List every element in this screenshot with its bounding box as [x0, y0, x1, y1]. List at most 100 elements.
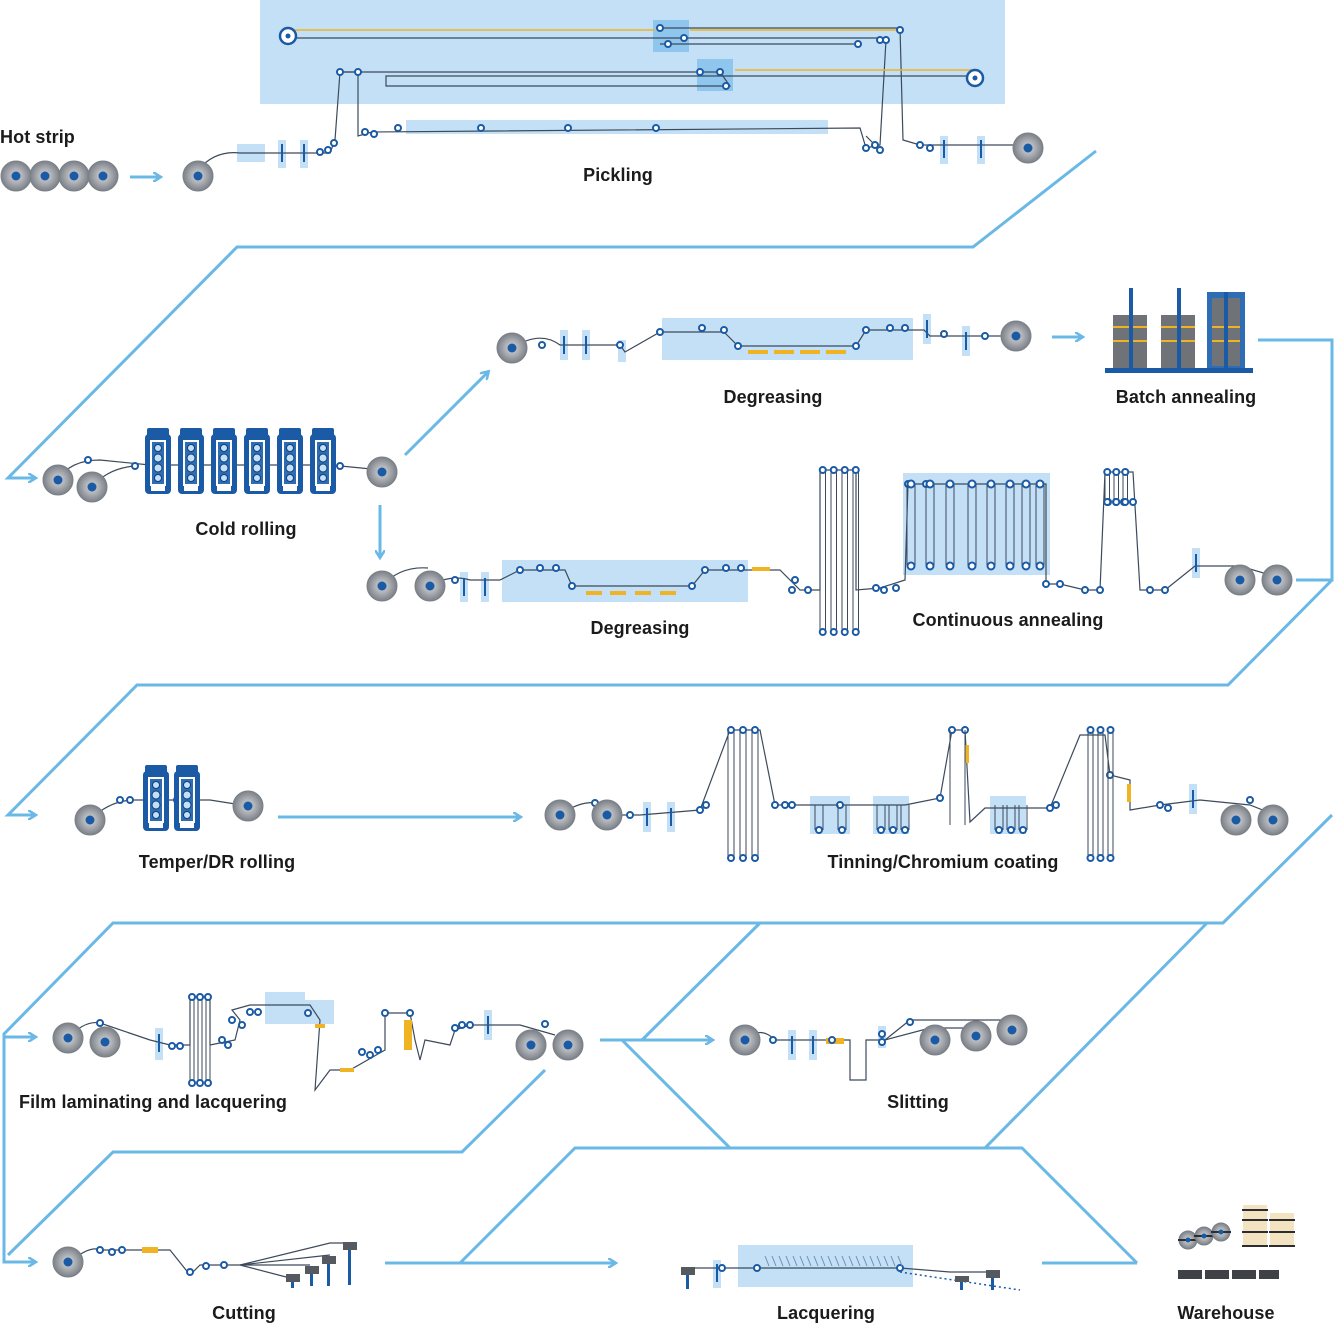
guide-roll	[370, 130, 378, 138]
coil	[496, 332, 528, 364]
coil	[414, 570, 446, 602]
rolling-stands	[143, 428, 336, 831]
pickling-tank-zone	[406, 120, 828, 134]
rolling-stand	[244, 428, 270, 494]
coil	[960, 1020, 992, 1052]
flow-to-lacquering-branch	[458, 1146, 1139, 1265]
guide-roll	[1046, 804, 1054, 812]
coil	[366, 570, 398, 602]
guide-roll	[940, 330, 948, 338]
coil	[544, 799, 576, 831]
guide-roll	[878, 1030, 886, 1038]
coil	[552, 1029, 584, 1061]
guide-roll	[568, 582, 576, 590]
coil	[729, 1024, 761, 1056]
flow-row2-to-row3	[4, 578, 1334, 815]
guide-roll	[477, 124, 485, 132]
guide-roll	[916, 141, 924, 149]
guide-roll	[168, 1042, 176, 1050]
guide-roll	[96, 1019, 104, 1027]
guide-roll	[1081, 586, 1089, 594]
rolling-stand	[310, 428, 336, 494]
rolling-stand	[277, 428, 303, 494]
label-degreasing-bottom: Degreasing	[590, 618, 690, 638]
label-hot-strip: Hot strip	[0, 127, 75, 147]
guide-roll	[458, 1021, 466, 1029]
guide-roll	[1161, 586, 1169, 594]
guide-roll	[680, 34, 688, 42]
guide-roll	[316, 148, 324, 156]
guide-roll	[926, 144, 934, 152]
guide-roll	[254, 1008, 262, 1016]
guide-roll	[688, 582, 696, 590]
label-pickling: Pickling	[583, 165, 653, 185]
guide-roll	[791, 576, 799, 584]
guide-roll	[652, 124, 660, 132]
coil	[366, 456, 398, 488]
coil	[591, 799, 623, 831]
lacquering-oven-zone	[738, 1245, 913, 1287]
guide-roll	[664, 40, 672, 48]
guide-roll	[1042, 580, 1050, 588]
rolling-stand	[178, 428, 204, 494]
warehouse-stock	[1178, 1205, 1295, 1279]
flow-branch-upper	[640, 921, 762, 1042]
rolling-stand	[143, 765, 169, 831]
guide-roll	[358, 1048, 366, 1056]
label-continuous-annealing: Continuous annealing	[912, 610, 1104, 630]
guide-roll	[126, 796, 134, 804]
guide-roll	[788, 586, 796, 594]
flow-cold-to-degreasing-top	[403, 372, 488, 457]
guide-roll	[394, 124, 402, 132]
guide-roll	[896, 26, 904, 34]
guide-roll	[828, 1036, 836, 1044]
coil	[1220, 804, 1252, 836]
guide-roll	[702, 801, 710, 809]
coils	[0, 26, 1293, 1278]
guide-roll	[564, 124, 572, 132]
coil	[58, 160, 90, 192]
coil	[52, 1022, 84, 1054]
label-film-laminating-lacquering: Film laminating and lacquering	[18, 1092, 288, 1112]
coil	[1012, 132, 1044, 164]
guide-roll	[886, 324, 894, 332]
flow-lines	[2, 149, 1334, 1265]
guide-roll	[220, 1261, 228, 1269]
coil	[1224, 564, 1256, 596]
guide-roll	[892, 584, 900, 592]
coil	[996, 1014, 1028, 1046]
guide-roll	[84, 456, 92, 464]
guide-roll	[176, 1042, 184, 1050]
guide-roll	[1129, 498, 1137, 506]
guide-roll	[304, 1009, 312, 1017]
label-lacquering: Lacquering	[776, 1303, 876, 1323]
batch-annealing-furnaces	[1105, 288, 1253, 373]
guide-roll	[981, 332, 989, 340]
coil	[1261, 564, 1293, 596]
flow-branch-mid	[620, 921, 1209, 1150]
pickling-zone	[260, 0, 1005, 104]
guide-roll	[852, 342, 860, 350]
guide-roll	[876, 146, 884, 154]
label-tinning-chromium-coating: Tinning/Chromium coating	[827, 852, 1059, 872]
guide-roll	[781, 801, 789, 809]
coil	[29, 160, 61, 192]
guide-roll	[202, 1262, 210, 1270]
coil	[52, 1246, 84, 1278]
guide-roll	[228, 1016, 236, 1024]
guide-roll	[878, 1038, 886, 1046]
guide-roll	[354, 68, 362, 76]
guide-roll	[788, 801, 796, 809]
guide-roll	[466, 1021, 474, 1029]
guide-roll	[1246, 796, 1254, 804]
flow-laminating-to-cutting	[6, 1068, 547, 1257]
guide-roll	[769, 1036, 777, 1044]
guide-roll	[131, 462, 139, 470]
coil	[182, 160, 214, 192]
guide-roll	[246, 1008, 254, 1016]
guide-roll	[1052, 801, 1060, 809]
loopers	[188, 466, 1130, 1087]
coil	[89, 1026, 121, 1058]
guide-roll	[876, 36, 884, 44]
coil	[74, 804, 106, 836]
